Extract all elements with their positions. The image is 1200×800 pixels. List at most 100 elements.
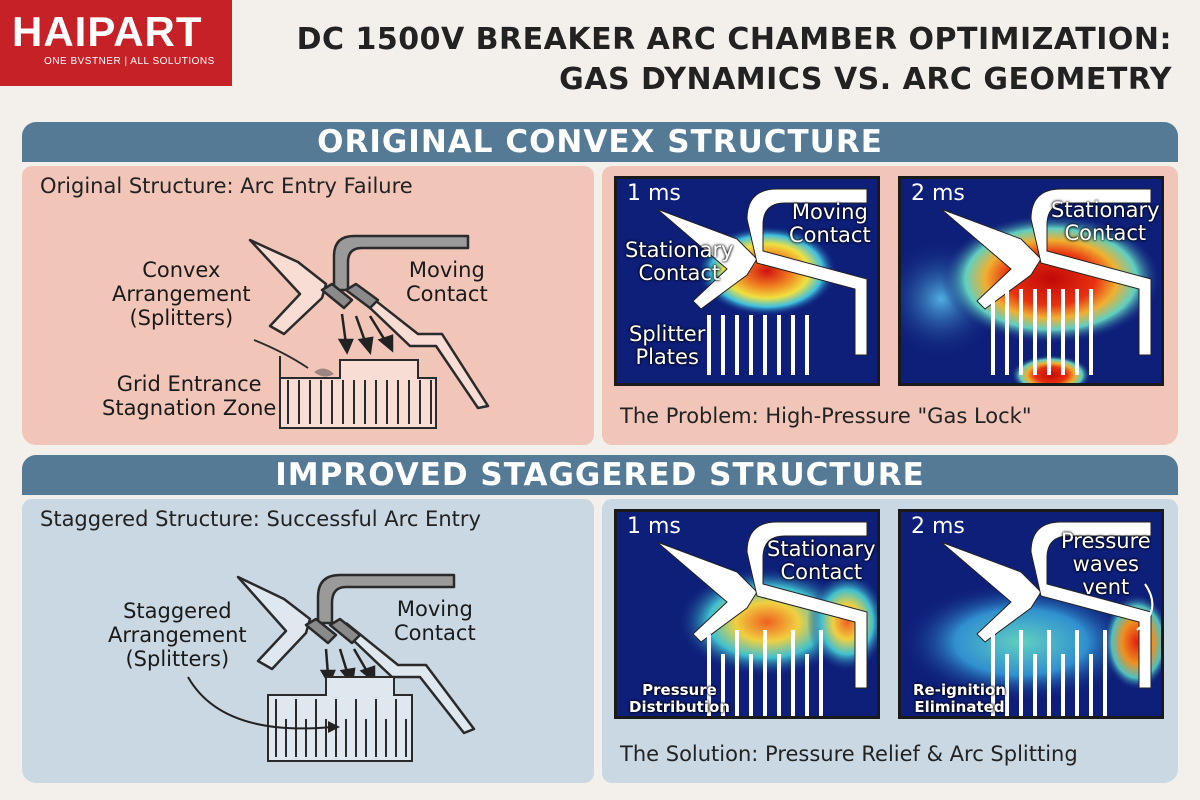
moving-contact-arm [316,573,456,625]
original-arc-chamber-diagram [248,234,490,429]
improved-simulation-panel: 1 ms Stationary Contact Pressure Distrib… [602,499,1178,783]
splitter-grid [279,356,437,429]
improved-sim-1ms-field [617,512,877,716]
moving-contact-label: Moving Contact [394,597,476,645]
splitter-plate [791,315,795,375]
sim-reignition-line-1: Re-ignition [913,681,1006,699]
moving-label-line-2: Contact [394,621,476,645]
sim-splitter-line-1: Splitter [629,322,706,346]
improved-sim-2ms-field [901,512,1161,716]
improved-structure-section: IMPROVED STAGGERED STRUCTURE Staggered S… [22,455,1178,783]
moving-label-line-2: Contact [406,282,488,306]
splitter-plate [1089,654,1093,716]
improved-sim-2ms: 2 ms Pressure waves vent Re-ignition Eli… [898,509,1164,719]
logo-brand-text: HAIPART [12,8,203,55]
splitter-plate [991,289,995,375]
splitter-plate [1047,289,1051,375]
sim-time-label: 1 ms [627,514,681,539]
chamber-wall [345,622,476,735]
sim-moving-line-2: Contact [789,223,871,247]
splitter-plate [749,654,753,716]
haipart-logo: HAIPART ONE BVSTNER | ALL SOLUTIONS [0,0,232,86]
staggered-label-line-3: (Splitters) [125,647,230,671]
splitter-grid [267,676,413,762]
splitter-plate [707,315,711,375]
splitter-plate [1075,630,1079,716]
sim-waves-line-2: waves [1072,552,1139,576]
original-sim-1ms-field [617,179,877,383]
splitter-plate [763,630,767,716]
sim-waves-line-1: Pressure [1061,529,1151,553]
improved-diagram-panel: Staggered Structure: Successful Arc Entr… [22,499,594,783]
improved-arc-chamber-diagram [187,573,476,762]
sim-stationary-line-1: Stationary [625,238,734,262]
splitter-plate [1103,630,1107,716]
original-structure-section: ORIGINAL CONVEX STRUCTURE Original Struc… [22,122,1178,445]
original-simulation-panel: 1 ms Moving Contact Stationary Contact S… [602,166,1178,445]
stationary-contact [248,238,328,336]
moving-label-line-1: Moving [408,258,485,282]
sim-stationary-line-2: Contact [780,560,863,584]
sim-splitter-line-2: Plates [635,345,699,369]
grid-label-line-1: Grid Entrance [116,372,262,396]
sim-pressure-distribution-label: Pressure Distribution [629,682,730,716]
logo-tagline: ONE BVSTNER | ALL SOLUTIONS [44,56,215,67]
improved-section-banner: IMPROVED STAGGERED STRUCTURE [22,455,1178,495]
splitter-plate [791,630,795,716]
splitter-plate [707,630,711,716]
convex-label-line-1: Convex [142,258,221,282]
staggered-arrangement-label: Staggered Arrangement (Splitters) [108,599,247,671]
splitter-plate [763,315,767,375]
sim-pressure-line-2: Distribution [629,698,730,716]
splitter-plate [721,315,725,375]
original-sim-2ms-field [901,179,1161,383]
chamber-wall [361,289,490,410]
sim-time-label: 2 ms [911,181,965,206]
sim-pressure-line-1: Pressure [642,681,717,699]
sim-moving-line-1: Moving [791,200,868,224]
sim-stationary-line-1: Stationary [1051,198,1160,222]
sim-reignition-label: Re-ignition Eliminated [913,682,1006,716]
splitter-plate [1019,289,1023,375]
splitter-plate [1033,289,1037,375]
improved-solution-caption: The Solution: Pressure Relief & Arc Spli… [620,742,1078,766]
splitter-plate [1075,289,1079,375]
grid-stagnation-label: Grid Entrance Stagnation Zone [102,372,276,420]
splitter-plate [819,630,823,716]
staggered-label-line-2: Arrangement [108,623,247,647]
splitter-plate [805,315,809,375]
convex-label-line-3: (Splitters) [129,306,234,330]
splitter-plate [735,630,739,716]
page-title-line-2: GAS DYNAMICS VS. ARC GEOMETRY [559,62,1172,97]
moving-tip [328,617,362,645]
sim-stationary-line-1: Stationary [767,537,876,561]
splitter-plate [1033,654,1037,716]
splitter-plate [991,630,995,716]
sim-stationary-line-2: Contact [1064,221,1147,245]
sim-stationary-contact-label: Stationary Contact [625,239,734,285]
sim-pressure-waves-label: Pressure waves vent [1061,530,1151,599]
splitter-plate [1005,289,1009,375]
splitter-plate [721,654,725,716]
splitter-plate [1005,654,1009,716]
improved-sim-1ms: 1 ms Stationary Contact Pressure Distrib… [614,509,880,719]
sim-waves-line-3: vent [1082,575,1130,599]
original-sim-2ms: 2 ms Stationary Contact [898,176,1164,386]
splitter-plate [777,654,781,716]
original-diagram-title: Original Structure: Arc Entry Failure [40,174,413,198]
moving-label-line-1: Moving [396,597,473,621]
splitter-plate [777,315,781,375]
page-title-line-1: DC 1500V BREAKER ARC CHAMBER OPTIMIZATIO… [296,22,1172,57]
splitter-plate [1061,289,1065,375]
convex-label-line-2: Arrangement [112,282,251,306]
contact-tip [304,617,338,645]
stationary-contact [236,575,312,671]
sim-stationary-contact-label: Stationary Contact [1051,199,1160,245]
splitter-plate [749,315,753,375]
staggered-label-line-1: Staggered [123,599,232,623]
original-section-banner: ORIGINAL CONVEX STRUCTURE [22,122,1178,162]
splitter-plate [805,654,809,716]
sim-moving-contact-label: Moving Contact [789,201,871,247]
original-diagram-panel: Original Structure: Arc Entry Failure [22,166,594,445]
sim-splitter-plates-label: Splitter Plates [629,323,705,369]
